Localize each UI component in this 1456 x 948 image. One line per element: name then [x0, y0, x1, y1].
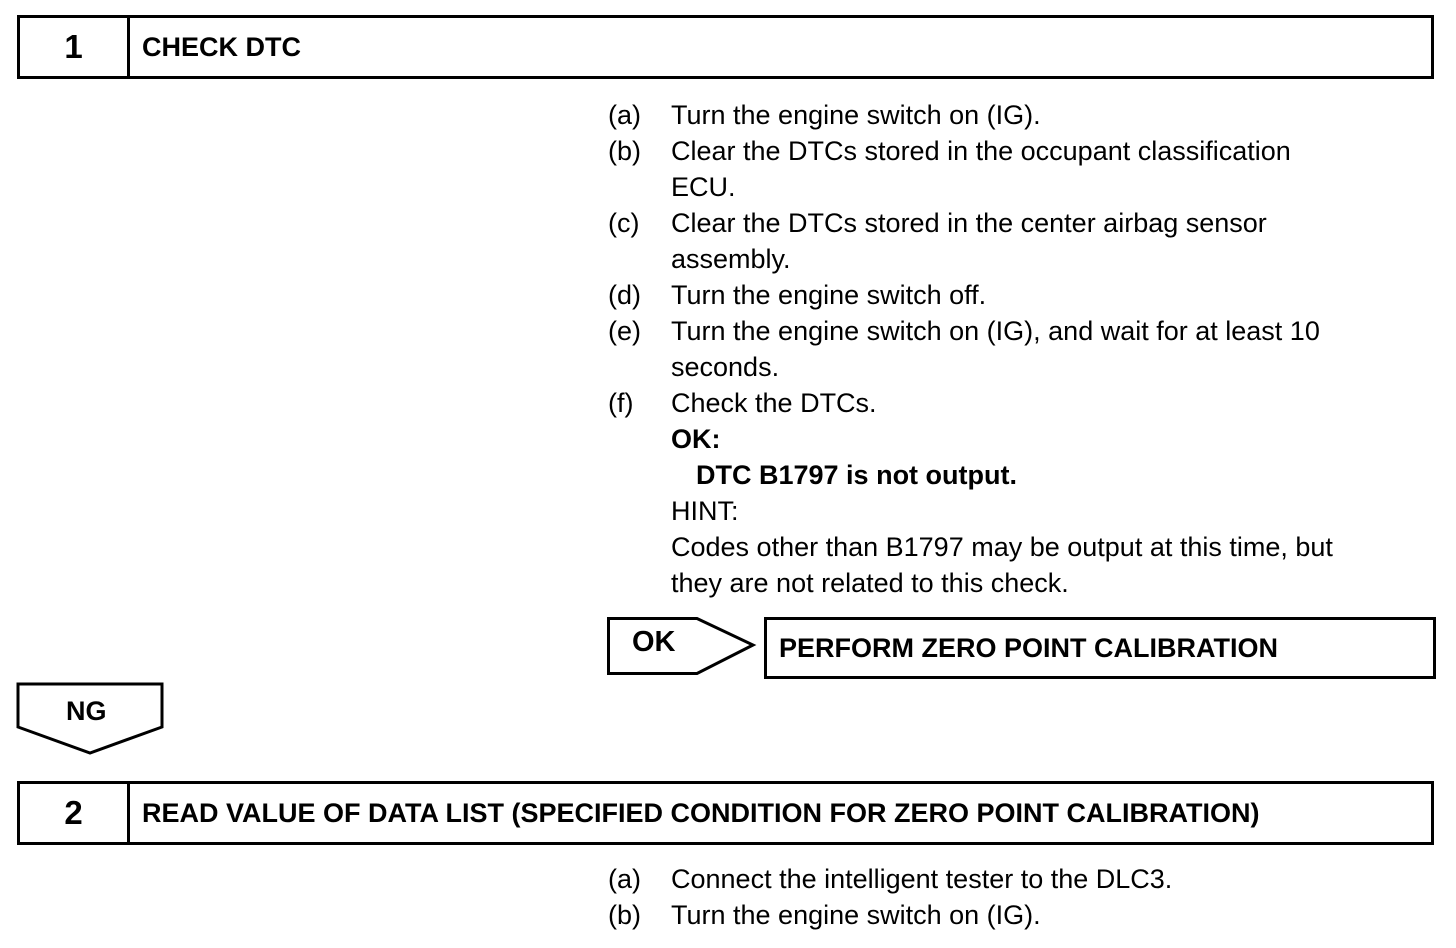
item-label: (b): [608, 136, 641, 166]
instruction-item: (a) Connect the intelligent tester to th…: [608, 861, 1438, 897]
item-label: (d): [608, 280, 641, 310]
step-1-header: 1 CHECK DTC: [17, 15, 1434, 79]
instruction-item: (f) Check the DTCs.: [608, 385, 1438, 421]
ok-branch-label: OK: [632, 626, 676, 658]
ok-arrow-shape: [607, 617, 757, 675]
instruction-item: (c) Clear the DTCs stored in the center …: [608, 205, 1438, 241]
ok-result-box: PERFORM ZERO POINT CALIBRATION: [764, 617, 1436, 679]
step-2-header: 2 READ VALUE OF DATA LIST (SPECIFIED CON…: [17, 781, 1434, 845]
hint-label: HINT:: [671, 496, 739, 526]
item-text: Clear the DTCs stored in the center airb…: [671, 208, 1267, 238]
item-text: Turn the engine switch on (IG).: [671, 100, 1041, 130]
step-number: 1: [20, 18, 130, 76]
instruction-item: (e) Turn the engine switch on (IG), and …: [608, 313, 1438, 349]
step-number: 2: [20, 784, 130, 842]
ng-branch-label: NG: [66, 696, 107, 726]
instruction-item: (b) Turn the engine switch on (IG).: [608, 897, 1438, 933]
ok-result-action: PERFORM ZERO POINT CALIBRATION: [779, 632, 1278, 663]
item-label: (f): [608, 388, 634, 418]
ok-heading: OK:: [671, 424, 721, 454]
step-title: CHECK DTC: [142, 31, 301, 62]
item-text-continued: ECU.: [671, 172, 736, 202]
instruction-item: (a) Turn the engine switch on (IG).: [608, 97, 1438, 133]
item-text: Turn the engine switch on (IG).: [671, 900, 1041, 930]
item-label: (a): [608, 864, 641, 894]
instruction-item: (b) Clear the DTCs stored in the occupan…: [608, 133, 1438, 169]
hint-text: Codes other than B1797 may be output at …: [671, 532, 1333, 562]
item-label: (b): [608, 900, 641, 930]
step-1-instructions: (a) Turn the engine switch on (IG). (b) …: [608, 97, 1438, 601]
hint-text: they are not related to this check.: [671, 568, 1069, 598]
item-label: (a): [608, 100, 641, 130]
item-text-continued: seconds.: [671, 352, 780, 382]
instruction-item: (d) Turn the engine switch off.: [608, 277, 1438, 313]
ng-arrow-shape: [16, 682, 164, 755]
item-text: Turn the engine switch on (IG), and wait…: [671, 316, 1320, 346]
ok-specification: DTC B1797 is not output.: [696, 460, 1018, 490]
step-2-instructions: (a) Connect the intelligent tester to th…: [608, 861, 1438, 933]
step-title: READ VALUE OF DATA LIST (SPECIFIED CONDI…: [142, 797, 1260, 828]
item-label: (e): [608, 316, 641, 346]
item-text: Check the DTCs.: [671, 388, 877, 418]
item-label: (c): [608, 208, 640, 238]
item-text: Connect the intelligent tester to the DL…: [671, 864, 1173, 894]
item-text: Clear the DTCs stored in the occupant cl…: [671, 136, 1291, 166]
item-text-continued: assembly.: [671, 244, 791, 274]
item-text: Turn the engine switch off.: [671, 280, 987, 310]
